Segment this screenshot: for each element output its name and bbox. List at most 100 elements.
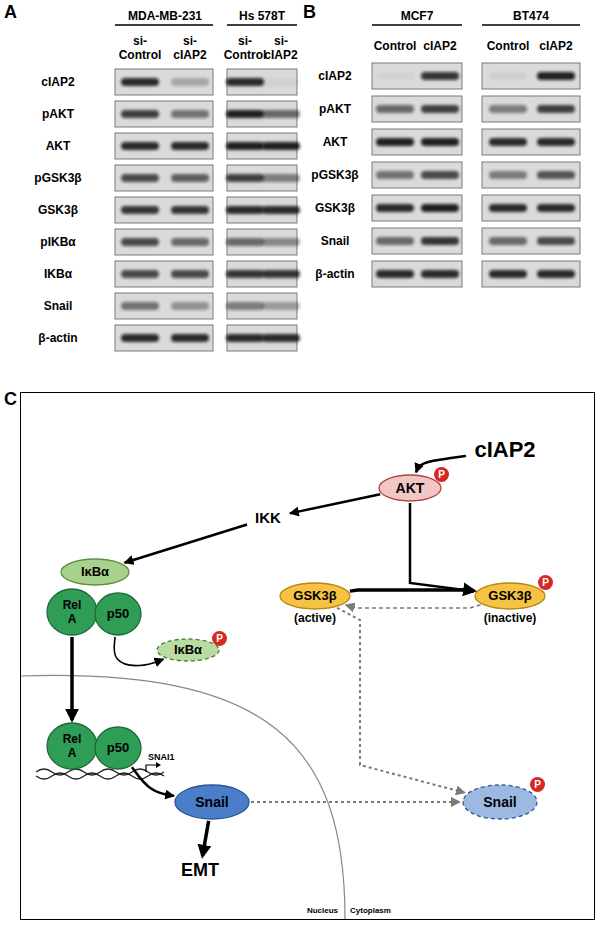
protein-band [489, 204, 527, 212]
dna-strand [36, 773, 164, 779]
protein-band [421, 237, 459, 245]
blot-strip [115, 261, 213, 287]
blot-strip [372, 129, 462, 155]
blot-row-label: GSK3β [38, 203, 78, 217]
protein-band [121, 302, 159, 310]
protein-band [262, 174, 300, 182]
blot-strip [482, 162, 580, 188]
protein-band [171, 334, 209, 342]
blot-strip [115, 133, 213, 159]
phospho-mark: P [434, 467, 449, 482]
cell-line-header: Hs 578T [239, 9, 285, 23]
lane-label: Control [374, 39, 417, 53]
protein-band [121, 270, 159, 278]
blot-row-label: Snail [44, 299, 73, 313]
promoter-arrowhead [156, 762, 161, 768]
blot-strip [482, 261, 580, 287]
gene-label: SNAI1 [148, 752, 175, 763]
lane-label: si- Control [117, 34, 163, 62]
protein-band [489, 237, 527, 245]
blot-strip [115, 69, 213, 95]
ellipse-shape [379, 475, 441, 501]
protein-ellipse: IκBα [60, 558, 130, 586]
activation-arrow [350, 590, 474, 591]
protein-band [489, 72, 527, 80]
nuclear-membrane [21, 675, 345, 919]
western-blots [115, 63, 580, 351]
protein-label: IKK [248, 508, 288, 528]
protein-band [121, 142, 159, 150]
blot-row-label: β-actin [315, 267, 354, 281]
blot-strip [372, 63, 462, 89]
protein-ellipse: Snail [174, 784, 250, 820]
blot-row-label: GSK3β [315, 201, 355, 215]
protein-band [226, 206, 264, 214]
node-text: Rel A [46, 588, 98, 636]
activation-arrow [202, 821, 208, 856]
ellipse-shape [47, 723, 97, 769]
header-underline [372, 24, 462, 26]
ellipse-shape [463, 785, 537, 819]
protein-band [121, 238, 159, 246]
protein-band [121, 110, 159, 118]
ellipse-shape [95, 593, 141, 635]
blot-strip [115, 197, 213, 223]
protein-band [537, 270, 575, 278]
blot-row-label: pAKT [42, 107, 74, 121]
activation-arrow [132, 767, 174, 796]
phospho-mark: P [530, 777, 545, 792]
blot-strip [115, 165, 213, 191]
protein-band [421, 138, 459, 146]
inhibition-arrow [346, 605, 481, 608]
node-text: Snail [462, 784, 538, 820]
compartment-label: Cytoplasm [350, 906, 391, 916]
protein-band [537, 105, 575, 113]
protein-ellipse: p50 [94, 592, 142, 636]
protein-band [376, 270, 414, 278]
protein-band [121, 78, 159, 86]
cell-line-header: BT474 [513, 9, 549, 23]
protein-band [226, 334, 264, 342]
activation-arrow [114, 637, 163, 666]
blot-strip [115, 101, 213, 127]
protein-ellipse: GSK3β(active) [279, 582, 351, 610]
header-underline [227, 24, 297, 26]
protein-band [262, 206, 300, 214]
activation-arrow [125, 525, 248, 563]
ellipse-shape [61, 559, 129, 585]
header-underline [482, 24, 580, 26]
protein-band [421, 204, 459, 212]
protein-band [226, 238, 264, 246]
protein-ellipse: p50 [94, 726, 142, 770]
activation-arrow [410, 503, 474, 591]
promoter-arrow [146, 765, 156, 772]
blot-strip [372, 162, 462, 188]
inhibition-arrow [337, 608, 465, 793]
blot-strip [372, 261, 462, 287]
degraded-protein: SnailP [462, 784, 538, 820]
protein-band [226, 174, 264, 182]
protein-band [376, 237, 414, 245]
ellipse-shape [157, 639, 219, 661]
lane-label: cIAP2 [423, 39, 456, 53]
protein-band [171, 302, 209, 310]
lane-label: si- cIAP2 [258, 34, 304, 62]
node-text: AKT [378, 474, 442, 502]
protein-band [171, 110, 209, 118]
blot-row-label: pAKT [319, 102, 351, 116]
protein-band [421, 270, 459, 278]
blot-row-label: AKT [323, 135, 348, 149]
protein-band [537, 171, 575, 179]
node-text: p50 [94, 592, 142, 636]
node-text: GSK3β [279, 582, 351, 610]
activation-arrow [416, 456, 466, 472]
phospho-mark: P [538, 575, 553, 590]
node-text: GSK3β [474, 582, 546, 610]
lane-label: Control [487, 39, 530, 53]
protein-band [121, 174, 159, 182]
blot-strip [482, 96, 580, 122]
protein-band [226, 110, 264, 118]
blot-strip [372, 96, 462, 122]
